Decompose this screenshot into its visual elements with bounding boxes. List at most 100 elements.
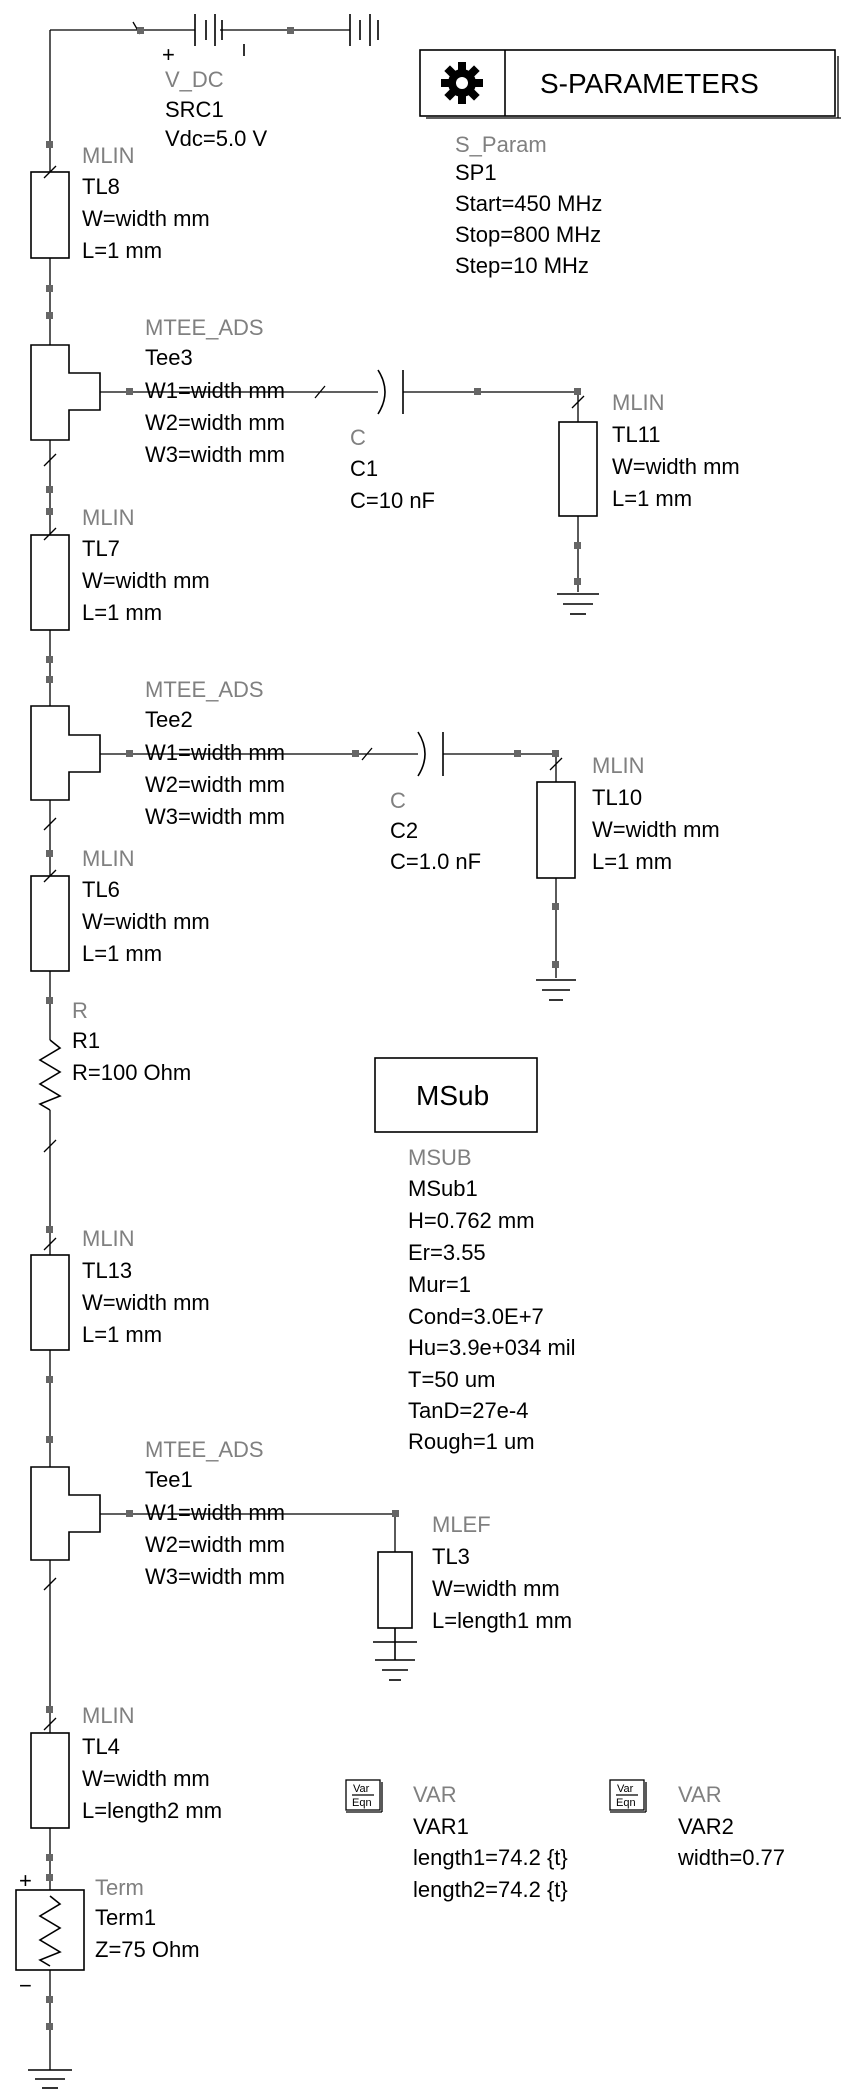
src1-type: V_DC — [165, 67, 224, 92]
tl11-type: MLIN — [612, 390, 665, 415]
tee2-param-1: W2=width mm — [145, 772, 285, 797]
sparam-controller[interactable]: S-PARAMETERS — [419, 49, 841, 119]
mlin-tl13[interactable] — [30, 1226, 70, 1383]
mlin-tl8[interactable] — [30, 141, 70, 292]
tee1-param-1: W2=width mm — [145, 1532, 285, 1557]
capacitor-c1[interactable] — [314, 369, 481, 415]
msub1-param-4: Hu=3.9e+034 mil — [408, 1335, 576, 1360]
r1-param-0: R=100 Ohm — [72, 1060, 191, 1085]
r1-type: R — [72, 998, 88, 1023]
tl7-param-0: W=width mm — [82, 568, 210, 593]
tl6-type: MLIN — [82, 846, 135, 871]
sp1-param-2: Step=10 MHz — [455, 253, 589, 278]
tl11-param-0: W=width mm — [612, 454, 740, 479]
c1-type: C — [350, 425, 366, 450]
tl3-name: TL3 — [432, 1544, 470, 1569]
tl4-param-0: W=width mm — [82, 1766, 210, 1791]
sp1-param-0: Start=450 MHz — [455, 191, 602, 216]
tee2-param-0: W1=width mm — [145, 740, 285, 765]
tee3-name: Tee3 — [145, 345, 193, 370]
tl3-param-0: W=width mm — [432, 1576, 560, 1601]
ground-icon — [373, 1641, 417, 1681]
sp1-name: SP1 — [455, 160, 497, 185]
tl13-type: MLIN — [82, 1226, 135, 1251]
polarity-plus: + — [162, 42, 175, 67]
tl7-param-1: L=1 mm — [82, 600, 162, 625]
tl8-type: MLIN — [82, 143, 135, 168]
tl13-param-1: L=1 mm — [82, 1322, 162, 1347]
tl6-param-0: W=width mm — [82, 909, 210, 934]
mlin-tl10[interactable] — [536, 750, 576, 968]
tl3-param-1: L=length1 mm — [432, 1608, 572, 1633]
tee1-param-0: W1=width mm — [145, 1500, 285, 1525]
tl10-param-0: W=width mm — [592, 817, 720, 842]
tl4-type: MLIN — [82, 1703, 135, 1728]
mlin-tl6[interactable] — [30, 869, 70, 1004]
wires — [49, 29, 579, 2070]
msub1-param-5: T=50 um — [408, 1367, 495, 1392]
tl13-param-0: W=width mm — [82, 1290, 210, 1315]
mtee-tee2[interactable] — [30, 676, 133, 857]
var1-name: VAR1 — [413, 1814, 469, 1839]
mtee-tee1[interactable] — [30, 1436, 399, 1591]
src1-name: SRC1 — [165, 97, 224, 122]
var2-name: VAR2 — [678, 1814, 734, 1839]
c2-param-0: C=1.0 nF — [390, 849, 481, 874]
src1-param-0: Vdc=5.0 V — [165, 126, 267, 151]
tee3-param-0: W1=width mm — [145, 378, 285, 403]
ground-icon — [536, 979, 576, 1001]
tee3-param-2: W3=width mm — [145, 442, 285, 467]
tl3-type: MLEF — [432, 1512, 491, 1537]
mtee-tee3[interactable] — [30, 312, 133, 493]
c2-name: C2 — [390, 818, 418, 843]
tl8-param-0: W=width mm — [82, 206, 210, 231]
mlin-tl11[interactable] — [558, 388, 598, 585]
term-term1[interactable]: + − — [15, 1868, 85, 2030]
tl10-param-1: L=1 mm — [592, 849, 672, 874]
tee1-param-2: W3=width mm — [145, 1564, 285, 1589]
tl11-name: TL11 — [612, 422, 661, 447]
var-eqn-icon[interactable]: Var Eqn — [345, 1779, 383, 1813]
var1-param-1: length2=74.2 {t} — [413, 1877, 568, 1902]
ground-icon — [557, 593, 599, 615]
tl10-name: TL10 — [592, 785, 642, 810]
msub1-param-1: Er=3.55 — [408, 1240, 486, 1265]
tl10-type: MLIN — [592, 753, 645, 778]
var2-param-0: width=0.77 — [677, 1845, 785, 1870]
tl8-param-1: L=1 mm — [82, 238, 162, 263]
var2-icon-bottom: Eqn — [616, 1797, 636, 1809]
tl6-name: TL6 — [82, 877, 120, 902]
var-eqn-icon[interactable]: Var Eqn — [609, 1779, 647, 1813]
tee3-param-1: W2=width mm — [145, 410, 285, 435]
tee1-type: MTEE_ADS — [145, 1437, 264, 1462]
tl8-name: TL8 — [82, 174, 120, 199]
msub1-param-3: Cond=3.0E+7 — [408, 1304, 544, 1329]
tl6-param-1: L=1 mm — [82, 941, 162, 966]
tee1-name: Tee1 — [145, 1467, 193, 1492]
polarity-plus: + — [19, 1868, 32, 1893]
c1-name: C1 — [350, 456, 378, 481]
tl13-name: TL13 — [82, 1258, 132, 1283]
msub1-param-6: TanD=27e-4 — [408, 1398, 528, 1423]
tee3-type: MTEE_ADS — [145, 315, 264, 340]
msub-box[interactable]: MSub — [374, 1057, 538, 1133]
resistor-r1[interactable] — [38, 1039, 62, 1153]
mlin-tl4[interactable] — [30, 1706, 70, 1861]
var1-type: VAR — [413, 1782, 457, 1807]
var2-icon-top: Var — [617, 1783, 634, 1795]
tee2-name: Tee2 — [145, 707, 193, 732]
mlef-tl3[interactable] — [377, 1551, 413, 1642]
msub-box-label: MSub — [416, 1080, 489, 1111]
tl4-name: TL4 — [82, 1734, 120, 1759]
dc-source-src1[interactable]: + — [132, 14, 379, 67]
tee2-type: MTEE_ADS — [145, 677, 264, 702]
tee2-param-2: W3=width mm — [145, 804, 285, 829]
sparam-box-label: S-PARAMETERS — [540, 68, 759, 99]
msub1-type: MSUB — [408, 1145, 472, 1170]
term1-type: Term — [95, 1875, 144, 1900]
capacitor-c2[interactable] — [352, 731, 521, 777]
msub1-param-0: H=0.762 mm — [408, 1208, 535, 1233]
c2-type: C — [390, 788, 406, 813]
mlin-tl7[interactable] — [30, 508, 70, 663]
